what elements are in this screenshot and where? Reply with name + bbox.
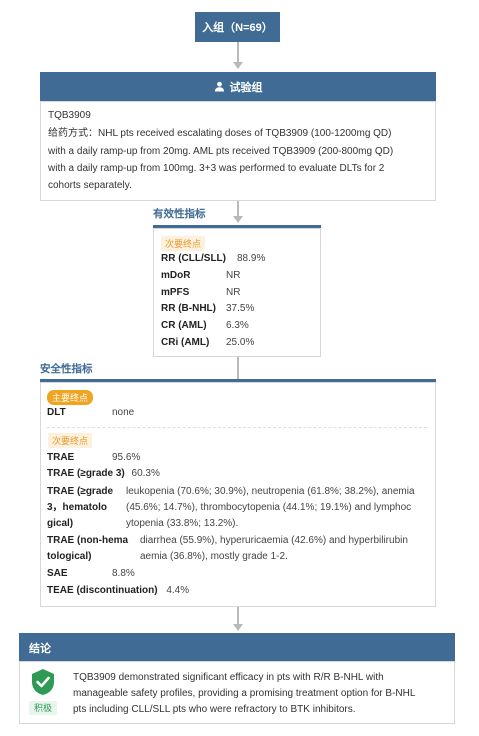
conclusion-header-label: 结论	[29, 643, 51, 655]
efficacy-key-rr-b-nhl: RR (B-NHL)	[161, 303, 216, 315]
connector-4	[237, 607, 239, 625]
connector-2	[237, 201, 239, 217]
trae-heme-key-3: gical)	[47, 518, 74, 529]
user-icon	[214, 81, 224, 92]
sae-value: 8.8%	[112, 568, 135, 579]
efficacy-key-cr-aml: CR (AML)	[161, 320, 207, 332]
trae-heme-value-1: leukopenia (70.6%; 30.9%), neutropenia (…	[126, 486, 415, 497]
trae-row: TRAE	[47, 450, 74, 466]
safety-tag-secondary: 次要终点	[48, 433, 93, 448]
arm-dosing-line-3: with a daily ramp-up from 100mg. 3+3 was…	[48, 163, 385, 174]
trae-value: 95.6%	[112, 452, 141, 463]
dlt-value-row: none	[112, 405, 134, 421]
arm-dosing-text-1: NHL pts received escalating doses of TQB…	[98, 128, 392, 139]
safety-topbar	[40, 379, 436, 382]
arm-dosing-prefix: 给药方式：	[48, 128, 98, 139]
arm-drug: TQB3909	[48, 110, 91, 121]
teae-value: 4.4%	[166, 585, 190, 596]
sae-key: SAE	[47, 568, 68, 579]
arm-dosing-line-2: with a daily ramp-up from 20mg. AML pts …	[48, 146, 394, 157]
safety-label: 安全性指标	[40, 363, 93, 375]
trae-heme-value-3: ytopenia (33.8%; 13.2%).	[126, 518, 239, 529]
dlt-value: none	[112, 407, 135, 418]
check-shield-icon	[32, 669, 54, 695]
teae-key: TEAE (discontinuation)	[47, 585, 158, 596]
efficacy-key-mpfs: mPFS	[161, 286, 190, 298]
trae-g3-key: TRAE (≥grade 3)	[47, 468, 125, 479]
trae-g3-value: 60.3%	[131, 468, 160, 479]
efficacy-value-mdor: NR	[226, 269, 241, 281]
safety-card	[40, 382, 436, 607]
efficacy-key-cri-aml: CRi (AML)	[161, 337, 210, 348]
trae-nonheme-value-2: aemia (36.8%), mostly grade 1-2.	[140, 551, 288, 562]
efficacy-value-cr-aml: 6.3%	[226, 320, 249, 332]
efficacy-value-cri-aml: 25.0%	[226, 337, 255, 348]
trae-heme-value-2: (45.6%; 14.7%), thrombocytopenia (44.1%;…	[126, 502, 412, 513]
teae-row: TEAE (discontinuation) 4.4%	[47, 583, 189, 599]
trae-nonheme-key-1: TRAE (non-hema	[47, 535, 129, 546]
efficacy-label: 有效性指标	[153, 208, 206, 220]
trae-g3-row: TRAE (≥grade 3) 60.3%	[47, 466, 160, 482]
safety-tag-primary: 主要终点	[47, 390, 94, 405]
trae-nonheme-value-1: diarrhea (55.9%), hyperuricaemia (42.6%)…	[140, 535, 408, 546]
arm-header: 试验组	[40, 72, 436, 101]
conclusion-badge: 积极	[29, 701, 57, 715]
efficacy-value-rr-cll-sll: 88.9%	[237, 253, 266, 264]
arm-dosing-line-1: 给药方式：NHL pts received escalating doses o…	[48, 126, 392, 142]
sae-value-row: 8.8%	[112, 566, 135, 582]
efficacy-key-mdor: mDoR	[161, 269, 191, 281]
arm-header-label: 试验组	[229, 81, 263, 94]
efficacy-key-rr-cll-sll: RR (CLL/SLL)	[161, 253, 226, 264]
conclusion-card	[19, 661, 455, 724]
arm-card	[40, 101, 436, 201]
conclusion-header: 结论	[19, 633, 455, 661]
arm-dosing-line-4: cohorts separately.	[48, 180, 132, 191]
trae-nonheme-key-2: tological)	[47, 551, 92, 562]
connector-1	[237, 42, 239, 62]
efficacy-value-mpfs: NR	[226, 286, 241, 298]
safety-divider	[47, 427, 427, 428]
dlt-row: DLT	[47, 405, 66, 421]
efficacy-tag-secondary: 次要终点	[161, 236, 206, 251]
conclusion-line-3: pts including CLL/SLL pts who were refra…	[73, 704, 356, 715]
trae-value-row: 95.6%	[112, 450, 140, 466]
trae-heme-key-2: 3，hematolo	[47, 502, 108, 513]
connector-arrow-2	[233, 216, 243, 223]
conclusion-line-1: TQB3909 demonstrated significant efficac…	[73, 672, 384, 683]
dlt-key: DLT	[47, 407, 66, 418]
sae-row: SAE	[47, 566, 68, 582]
enrollment-label: 入组（N=69）	[202, 22, 273, 34]
connector-arrow-1	[233, 62, 243, 69]
trae-heme-key-1: TRAE (≥grade	[47, 486, 114, 497]
enrollment-box: 入组（N=69）	[195, 12, 280, 42]
efficacy-topbar	[153, 225, 321, 228]
trae-key: TRAE	[47, 452, 75, 463]
efficacy-value-rr-b-nhl: 37.5%	[226, 303, 255, 315]
connector-3	[237, 357, 239, 379]
conclusion-line-2: manageable safety profiles, providing a …	[73, 688, 416, 699]
connector-arrow-4	[233, 624, 243, 631]
